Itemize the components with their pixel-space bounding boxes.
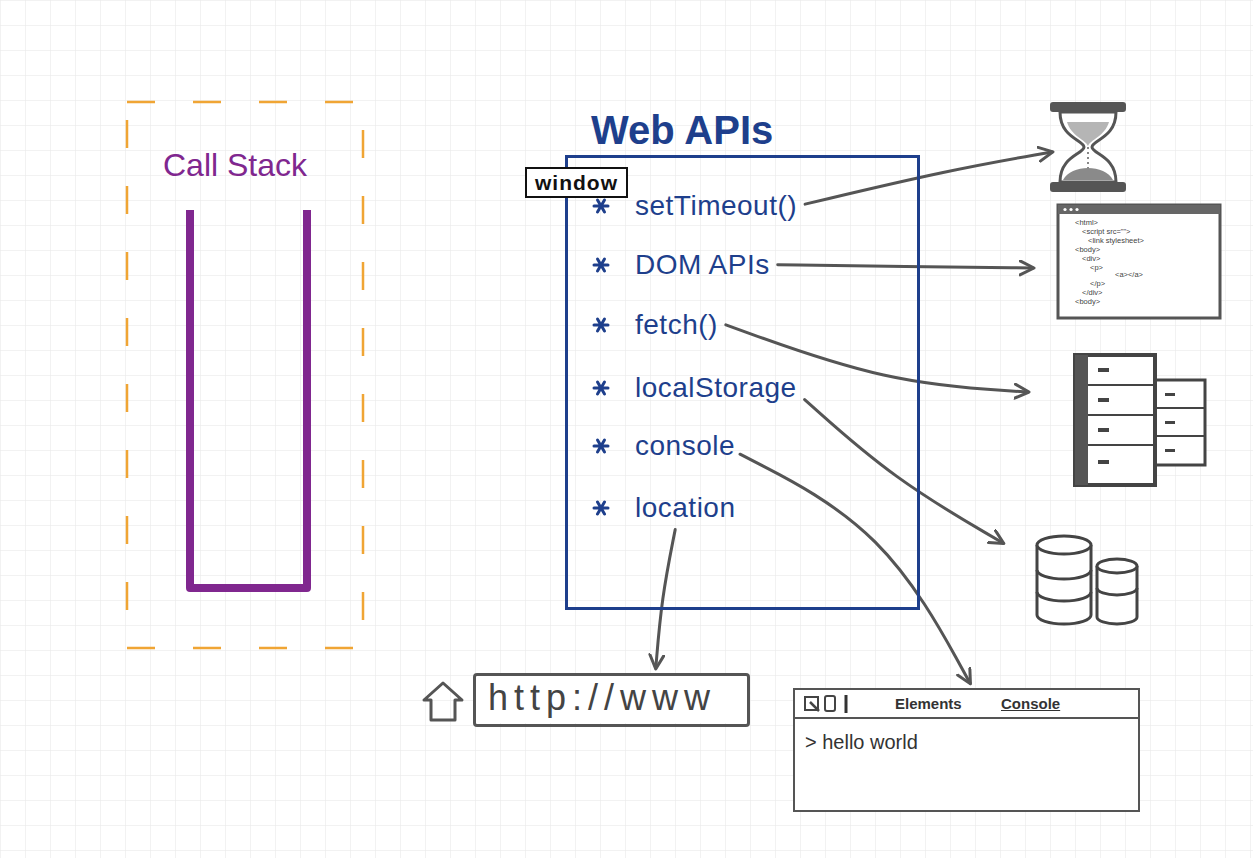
hourglass-sand <box>1063 168 1113 180</box>
call-stack-region: Call Stack <box>125 100 365 650</box>
url-bar: http://www <box>473 673 750 727</box>
window-dot <box>1063 208 1066 211</box>
server-handle <box>1098 460 1109 464</box>
web-apis-box-text: Web APIs <box>591 108 773 152</box>
database-band <box>1097 588 1137 595</box>
window-dot <box>1075 208 1078 211</box>
html-code-line: <script src=""> <box>1082 228 1130 236</box>
hourglass-stream <box>1087 147 1089 170</box>
bullet-list <box>594 200 608 514</box>
hourglass-glass <box>1060 112 1116 182</box>
web-apis-box: Web APIswindowsetTimeout()DOM APIsfetch(… <box>565 155 920 610</box>
bullet <box>594 200 608 212</box>
html-code-line: <p> <box>1090 264 1103 272</box>
html-code-line: <link stylesheet> <box>1088 237 1144 245</box>
html-document-icon <box>1058 205 1220 318</box>
database-band <box>1037 570 1091 601</box>
dashed-outline <box>127 102 363 648</box>
api-item: location <box>635 491 736 525</box>
devtools-console-text: > hello world <box>805 730 918 754</box>
leader-arrow <box>778 265 1033 268</box>
devtools-ground <box>793 688 1140 812</box>
server-handle <box>1098 368 1109 372</box>
document-frame <box>1058 205 1220 318</box>
server-cabinet <box>1075 355 1155 485</box>
api-item-text: location <box>635 491 736 525</box>
inspect-icon <box>805 697 818 710</box>
html-code-line: </p> <box>1090 280 1105 288</box>
bullet <box>594 319 608 331</box>
url-bar-ground <box>473 673 750 723</box>
database-icon <box>1037 536 1137 624</box>
url-bar-text: http://www <box>488 677 716 718</box>
devtools-console: Elements Console > hello world <box>793 688 1140 812</box>
html-code-line: <a></a> <box>1115 271 1143 279</box>
document-title-bar <box>1058 205 1220 214</box>
pointer-arrow <box>740 454 970 683</box>
devtools-tab-line <box>793 717 1140 719</box>
leader-arrow <box>805 400 1003 543</box>
api-item-text: localStorage <box>635 371 797 405</box>
api-item: console <box>635 429 735 463</box>
hourglass-icon <box>1050 102 1126 192</box>
bullet <box>594 382 608 394</box>
html-code-line: <body> <box>1075 246 1100 254</box>
inspect-icon <box>810 702 819 711</box>
server-side <box>1075 355 1088 485</box>
call-stack-shape <box>190 210 307 588</box>
api-item-text: fetch() <box>635 308 718 342</box>
api-item-text: setTimeout() <box>635 189 797 223</box>
window-dot <box>1069 208 1072 211</box>
api-item: setTimeout() <box>635 189 797 223</box>
window-tag: window <box>525 167 628 198</box>
api-item: fetch() <box>635 308 718 342</box>
server-handle <box>1098 428 1109 432</box>
pointer-arrow <box>656 530 675 668</box>
server-handle <box>1165 449 1175 452</box>
html-code-line: <body> <box>1075 298 1100 306</box>
bullet <box>594 502 608 514</box>
device-icon <box>825 696 835 711</box>
server-handle <box>1165 421 1175 424</box>
hourglass-sand <box>1067 122 1109 146</box>
api-item: DOM APIs <box>635 248 770 282</box>
api-item-text: DOM APIs <box>635 248 770 282</box>
database-cylinder <box>1037 545 1091 624</box>
api-item: localStorage <box>635 371 797 405</box>
server-handle <box>1165 393 1175 396</box>
server-icon <box>1075 355 1205 485</box>
html-code-line: <html> <box>1075 219 1098 227</box>
bullet <box>594 440 608 452</box>
api-item-text: console <box>635 429 735 463</box>
call-stack-region-text: Call Stack <box>163 146 307 184</box>
database-cylinder <box>1097 566 1137 624</box>
hourglass-cap <box>1050 182 1126 192</box>
toolbar-separator <box>845 695 848 713</box>
window-tag-text: window <box>535 170 618 195</box>
devtools-console-text: Elements <box>895 695 962 713</box>
devtools-console-text: Console <box>1001 695 1060 713</box>
database-top <box>1037 536 1091 554</box>
server-handle <box>1098 398 1109 402</box>
html-code-line: <div> <box>1082 255 1100 263</box>
html-code-line: </div> <box>1082 289 1102 297</box>
bullet <box>594 259 608 271</box>
up-arrow-icon <box>424 683 462 720</box>
server-drawer <box>1088 385 1155 445</box>
database-top <box>1097 559 1137 573</box>
hourglass-cap <box>1050 102 1126 112</box>
leader-arrow <box>805 152 1052 204</box>
server-drawer <box>1155 408 1205 436</box>
